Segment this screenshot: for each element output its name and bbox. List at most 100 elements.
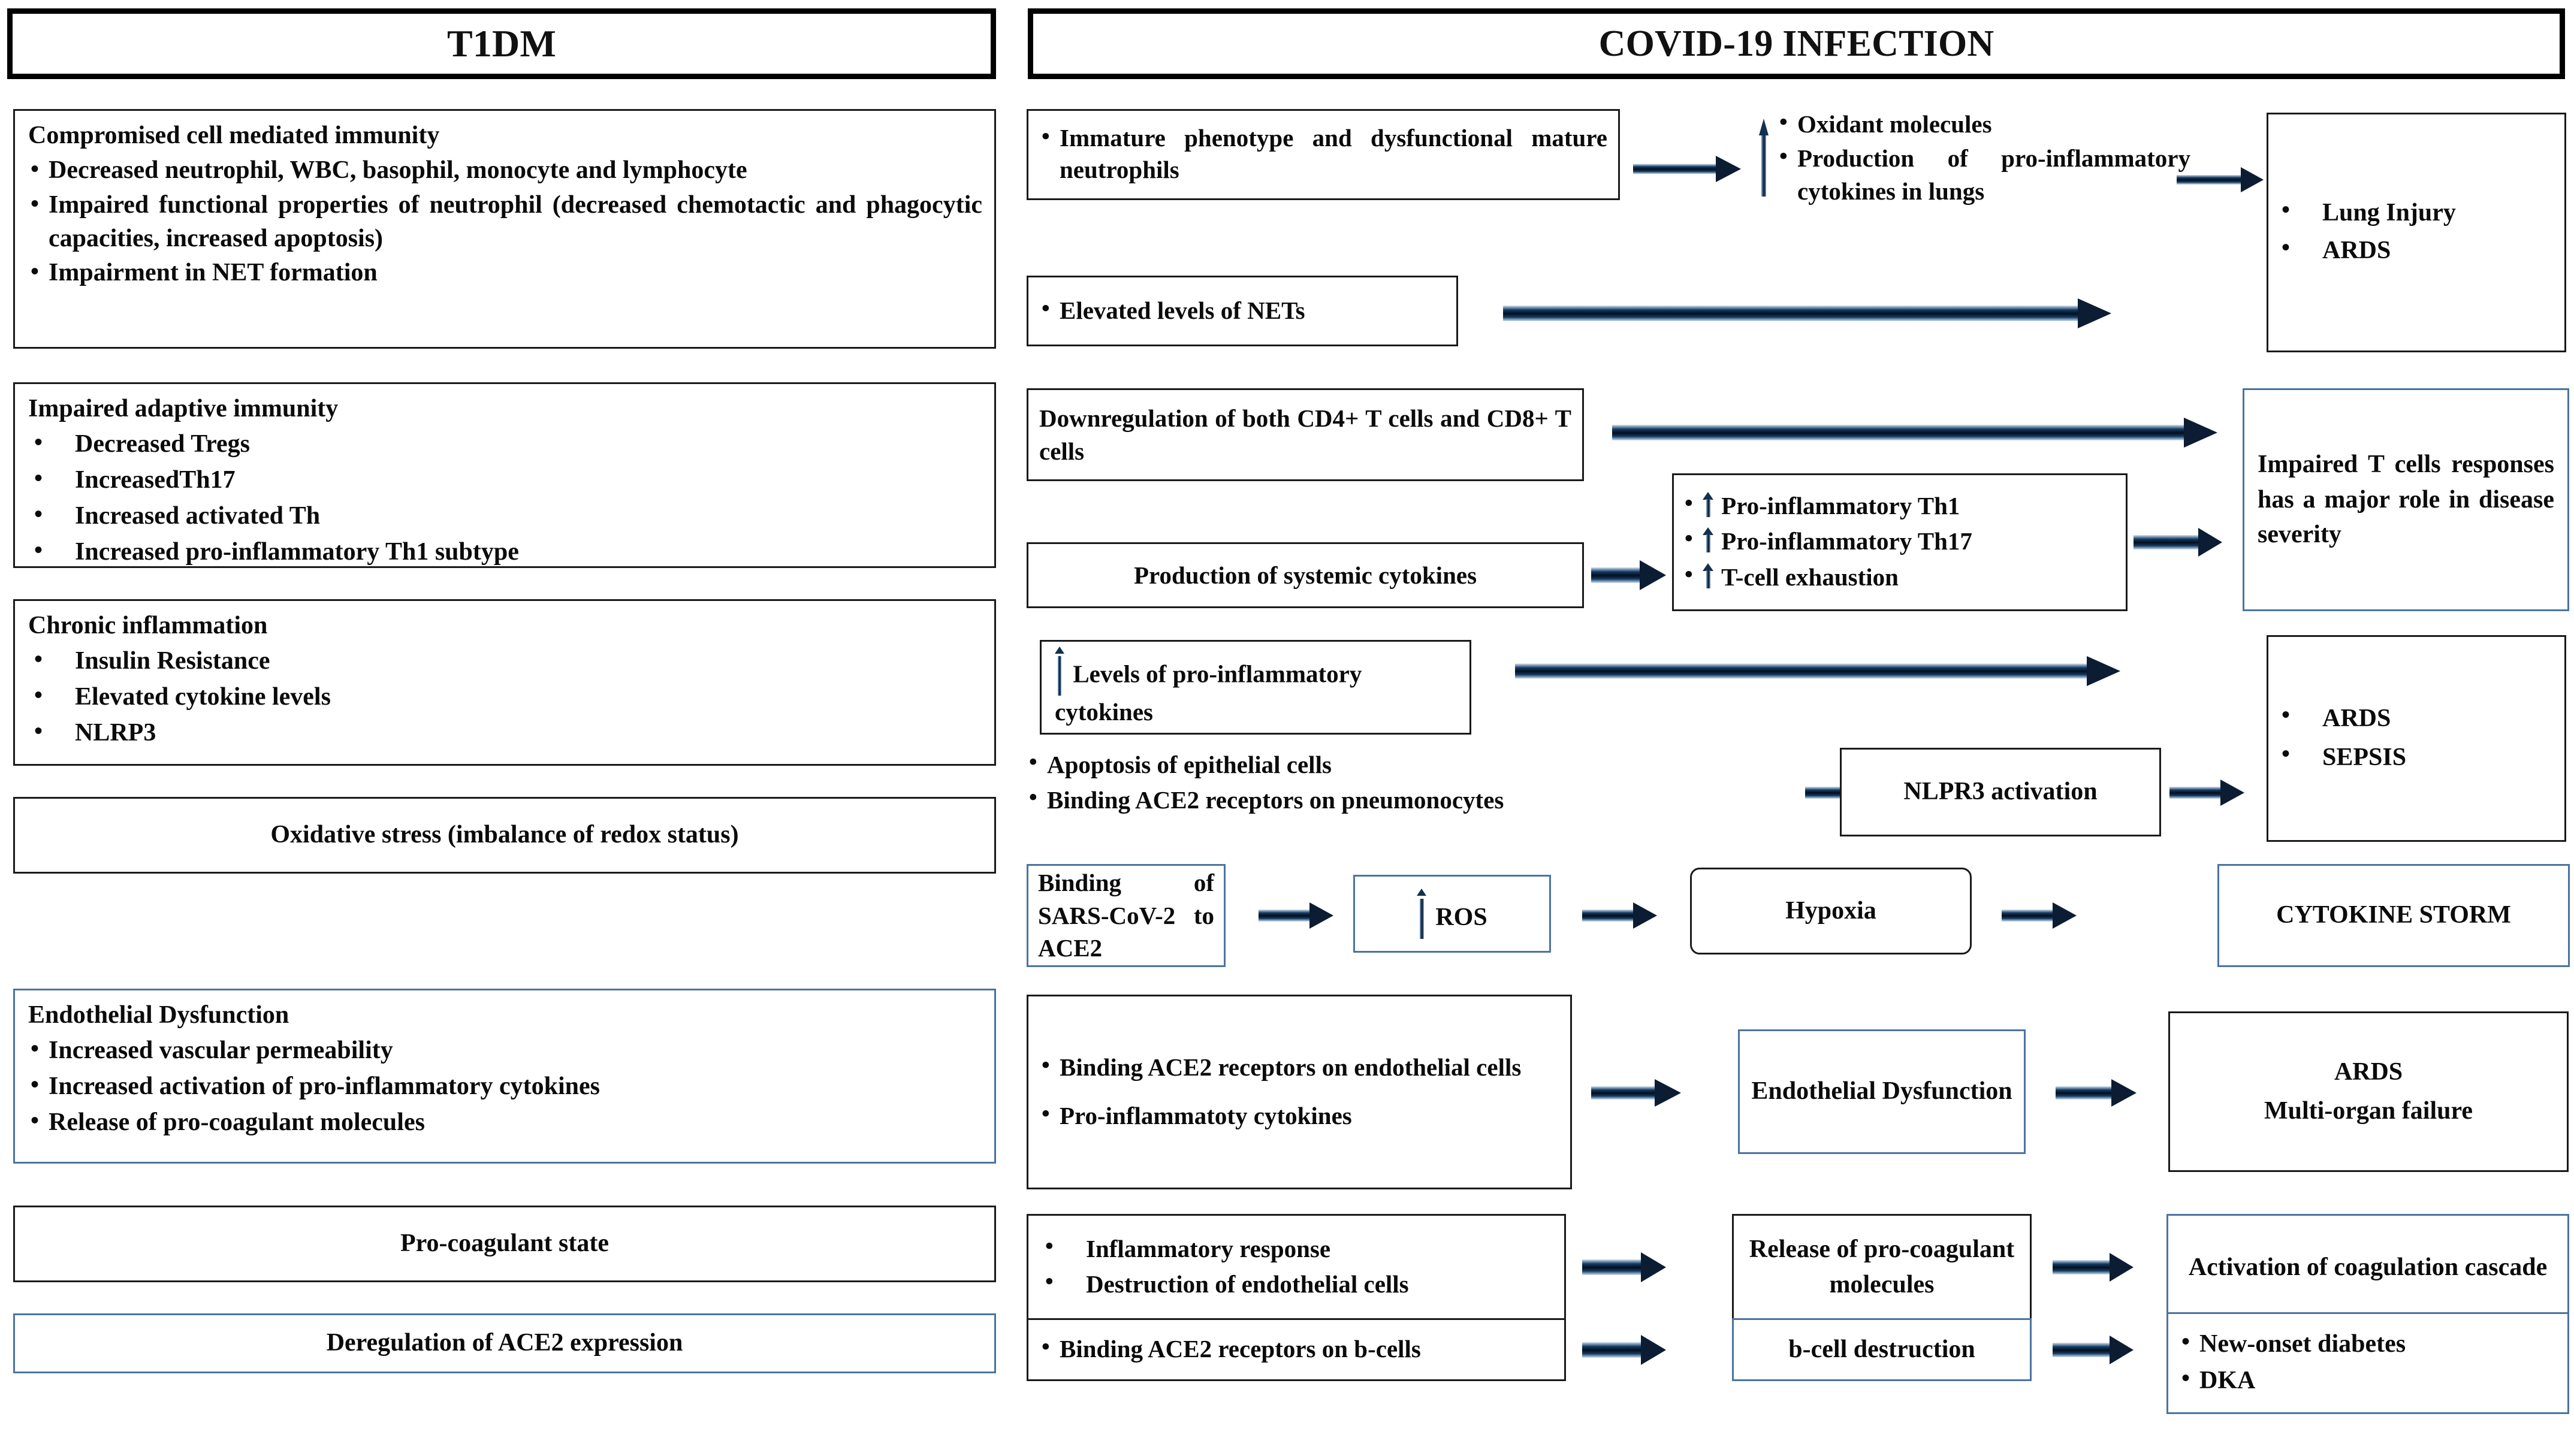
left-card-compromised-immunity: Compromised cell mediated immunity Decre… bbox=[13, 109, 996, 349]
left-card-procoagulant-state: Pro-coagulant state bbox=[13, 1206, 996, 1282]
list-item: IncreasedTh17 bbox=[28, 462, 982, 498]
covid-box-binding-sars-label: Binding of SARS-CoV-2 to ACE2 bbox=[1038, 868, 1214, 962]
left-card-adaptive-immunity: Impaired adaptive immunity Decreased Tre… bbox=[13, 382, 996, 568]
list-item: Immature phenotype and dysfunctional mat… bbox=[1039, 121, 1607, 186]
covid-box-endothelial-items: Binding ACE2 receptors on endothelial ce… bbox=[1027, 995, 1572, 1189]
covid-box-th-items: Pro-inflammatory Th1 Pro-inflammatory Th… bbox=[1672, 473, 2128, 611]
covid-box-downregulation-label: Downregulation of both CD4+ T cells and … bbox=[1039, 404, 1571, 465]
covid-box-systemic-cytokines: Production of systemic cytokines bbox=[1027, 542, 1584, 608]
left-card-heading: Endothelial Dysfunction bbox=[28, 1001, 289, 1029]
arrow-ros-to-hypoxia bbox=[1582, 902, 1657, 929]
list-item: ARDS bbox=[2276, 231, 2557, 269]
left-card-label: Deregulation of ACE2 expression bbox=[326, 1329, 683, 1357]
left-card-heading: Compromised cell mediated immunity bbox=[28, 122, 440, 149]
covid-box-hypoxia: Hypoxia bbox=[1690, 868, 1972, 954]
covid-box-activation-cascade: Activation of coagulation cascade bbox=[2166, 1214, 2569, 1321]
arrow-inflammatory-to-release bbox=[1582, 1252, 1666, 1282]
arrow-nlpr3-to-ards-sepsis bbox=[2169, 779, 2244, 806]
up-arrow-icon bbox=[1055, 646, 1064, 696]
arrow-hypoxia-to-cytokine-storm bbox=[2002, 902, 2077, 929]
covid-box-impaired-t-cells: Impaired T cells responses has a major r… bbox=[2243, 388, 2569, 611]
arrow-cytokines-to-ards-sepsis bbox=[1515, 656, 2120, 686]
arrow-neutrophils-to-oxidant bbox=[1633, 155, 1741, 183]
covid-box-neutrophils-list: Immature phenotype and dysfunctional mat… bbox=[1039, 121, 1607, 188]
header-t1dm: T1DM bbox=[7, 8, 996, 79]
list-item: Binding ACE2 receptors on b-cells bbox=[1039, 1331, 1553, 1366]
covid-box-cytokine-storm-label: CYTOKINE STORM bbox=[2276, 901, 2511, 929]
up-arrow-oxidant-group bbox=[1759, 119, 1769, 197]
list-item: Inflammatory response bbox=[1039, 1231, 1553, 1266]
arrow-oxidant-to-lung bbox=[2177, 166, 2264, 194]
header-t1dm-label: T1DM bbox=[446, 22, 557, 65]
covid-box-endothelial-dysfunction: Endothelial Dysfunction bbox=[1738, 1029, 2026, 1154]
list-item: Apoptosis of epithelial cells bbox=[1027, 747, 1800, 782]
list-item: SEPSIS bbox=[2276, 738, 2557, 777]
list-item: Increased activated Th bbox=[28, 498, 982, 534]
list-item: NLRP3 bbox=[28, 715, 982, 751]
left-card-label: Oxidative stress (imbalance of redox sta… bbox=[270, 821, 739, 849]
list-item: Production of pro-inflammatory cytokines… bbox=[1777, 141, 2190, 208]
list-item: Pro-inflammatory Th1 bbox=[1682, 488, 2117, 523]
covid-box-inflammatory-items: Inflammatory response Destruction of end… bbox=[1027, 1214, 1566, 1321]
covid-box-hypoxia-label: Hypoxia bbox=[1785, 896, 1876, 925]
header-covid-label: COVID-19 INFECTION bbox=[1598, 23, 1994, 64]
list-item: Increased vascular permeability bbox=[28, 1032, 982, 1068]
arrow-dysfunction-to-ards-mof bbox=[2056, 1079, 2137, 1107]
covid-box-binding-sars: Binding of SARS-CoV-2 to ACE2 bbox=[1027, 864, 1226, 967]
left-card-heading: Impaired adaptive immunity bbox=[28, 395, 339, 422]
list-item: Release of pro-coagulant molecules bbox=[28, 1104, 982, 1140]
list-item: Elevated levels of NETs bbox=[1039, 293, 1446, 327]
header-covid: COVID-19 INFECTION bbox=[1028, 8, 2565, 79]
covid-box-release-procoagulant: Release of pro-coagulant molecules bbox=[1732, 1214, 2032, 1321]
covid-box-levels-label: Levels of pro-inflammatory cytokines bbox=[1055, 646, 1456, 728]
covid-box-diabetes-outcomes: New-onset diabetes DKA bbox=[2166, 1312, 2569, 1414]
arrow-sars-to-ros bbox=[1259, 902, 1333, 929]
covid-box-nlpr3-label: NLPR3 activation bbox=[1903, 778, 2098, 806]
list-item: Decreased Tregs bbox=[28, 426, 982, 462]
covid-oxidant-items: Oxidant molecules Production of pro-infl… bbox=[1777, 107, 2190, 209]
left-card-bullets: Decreased Tregs IncreasedTh17 Increased … bbox=[28, 426, 982, 570]
covid-box-bcell-destruction: b-cell destruction bbox=[1732, 1318, 2032, 1381]
covid-box-impaired-t-cells-label: Impaired T cells responses has a major r… bbox=[2258, 450, 2554, 549]
covid-box-downregulation: Downregulation of both CD4+ T cells and … bbox=[1027, 388, 1584, 481]
covid-box-activation-cascade-label: Activation of coagulation cascade bbox=[2188, 1253, 2548, 1281]
covid-box-levels-pro-inflammatory: Levels of pro-inflammatory cytokines bbox=[1040, 640, 1471, 735]
list-item: DKA bbox=[2179, 1362, 2557, 1398]
list-item: Destruction of endothelial cells bbox=[1039, 1266, 1553, 1301]
covid-box-endothelial-dysfunction-label: Endothelial Dysfunction bbox=[1751, 1077, 2012, 1105]
list-item: Binding ACE2 receptors on endothelial ce… bbox=[1039, 1050, 1559, 1084]
list-item: Impairment in NET formation bbox=[28, 255, 982, 290]
list-item: Oxidant molecules bbox=[1777, 107, 2190, 141]
arrow-destruction-to-diabetes bbox=[2053, 1335, 2134, 1365]
up-arrow-icon bbox=[1703, 527, 1714, 553]
arrow-downregulation-to-impaired-t bbox=[1612, 418, 2217, 448]
left-card-bullets: Decreased neutrophil, WBC, basophil, mon… bbox=[28, 153, 982, 290]
arrow-endothelial-items-to-dysfunction bbox=[1591, 1079, 1681, 1107]
left-card-chronic-inflammation: Chronic inflammation Insulin Resistance … bbox=[13, 599, 996, 766]
list-item: Increased activation of pro-inflammatory… bbox=[28, 1068, 982, 1104]
arrow-cytokines-to-th bbox=[1591, 560, 1666, 590]
covid-box-cytokine-storm: CYTOKINE STORM bbox=[2217, 864, 2570, 967]
list-item: Impaired functional properties of neutro… bbox=[28, 188, 982, 256]
up-arrow-icon bbox=[1417, 889, 1427, 939]
list-item: Pro-inflammatory Th17 bbox=[1682, 523, 2117, 558]
covid-box-ros-label: ROS bbox=[1417, 889, 1487, 939]
left-card-heading: Chronic inflammation bbox=[28, 612, 268, 639]
list-item: Increased pro-inflammatory Th1 subtype bbox=[28, 534, 982, 570]
arrow-release-to-cascade bbox=[2053, 1252, 2134, 1282]
covid-apoptosis-items: Apoptosis of epithelial cells Binding AC… bbox=[1027, 747, 1800, 819]
covid-box-ros: ROS bbox=[1353, 875, 1551, 953]
left-card-endothelial-dysfunction: Endothelial Dysfunction Increased vascul… bbox=[13, 989, 996, 1164]
covid-box-binding-bcells: Binding ACE2 receptors on b-cells bbox=[1027, 1318, 1566, 1381]
up-arrow-icon bbox=[1703, 492, 1714, 517]
covid-box-nlpr3: NLPR3 activation bbox=[1840, 748, 2161, 836]
list-item: Elevated cytokine levels bbox=[28, 679, 982, 715]
left-card-label: Pro-coagulant state bbox=[400, 1230, 609, 1258]
list-item: T-cell exhaustion bbox=[1682, 559, 2117, 594]
up-arrow-icon bbox=[1703, 563, 1714, 588]
covid-box-lung-outcomes: Lung Injury ARDS bbox=[2267, 113, 2566, 352]
covid-box-neutrophils: Immature phenotype and dysfunctional mat… bbox=[1027, 109, 1620, 200]
covid-box-bcell-destruction-label: b-cell destruction bbox=[1788, 1335, 1975, 1363]
left-card-oxidative-stress: Oxidative stress (imbalance of redox sta… bbox=[13, 797, 996, 874]
